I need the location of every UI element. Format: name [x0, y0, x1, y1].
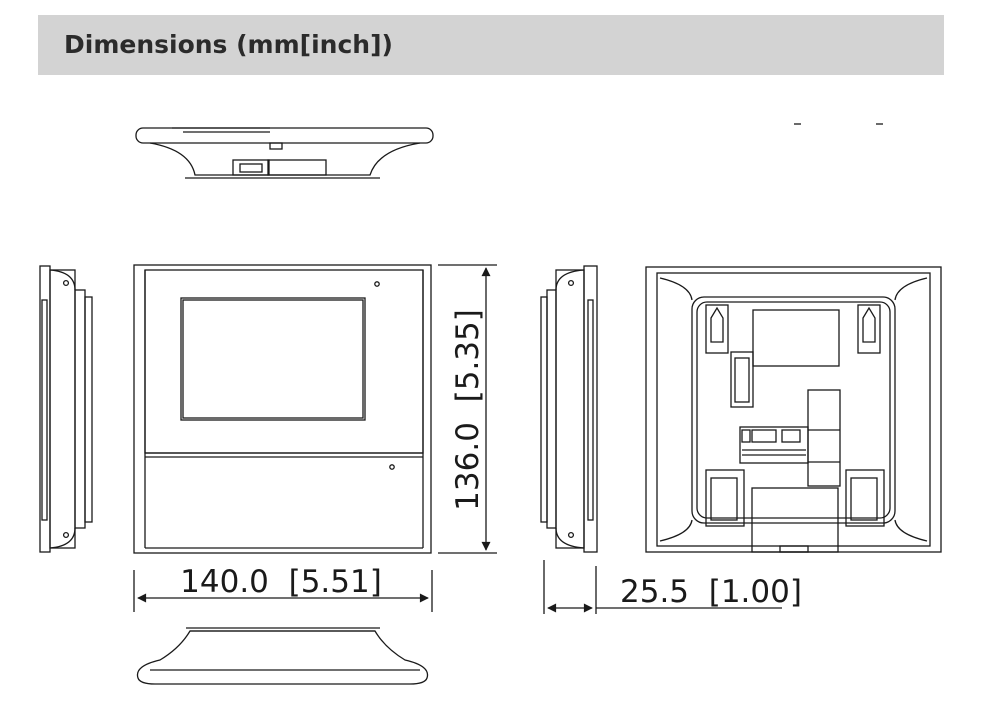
- left-side-view: [39, 265, 93, 553]
- height-dimension-label: 136.0 [5.35]: [450, 309, 486, 511]
- bottom-view: [136, 627, 429, 685]
- top-view: [135, 127, 434, 179]
- header-bar: Dimensions (mm[inch]): [38, 15, 944, 75]
- right-side-view: [540, 265, 598, 553]
- width-dimension-lines: [133, 570, 433, 612]
- depth-dimension-label: 25.5 [1.00]: [620, 574, 802, 610]
- page-title: Dimensions (mm[inch]): [64, 30, 393, 59]
- front-view: [133, 264, 432, 554]
- depth-dimension-lines: [543, 560, 782, 614]
- width-dimension-label: 140.0 [5.51]: [180, 564, 382, 600]
- height-dimension-lines: [438, 264, 497, 554]
- rear-view: [645, 266, 942, 553]
